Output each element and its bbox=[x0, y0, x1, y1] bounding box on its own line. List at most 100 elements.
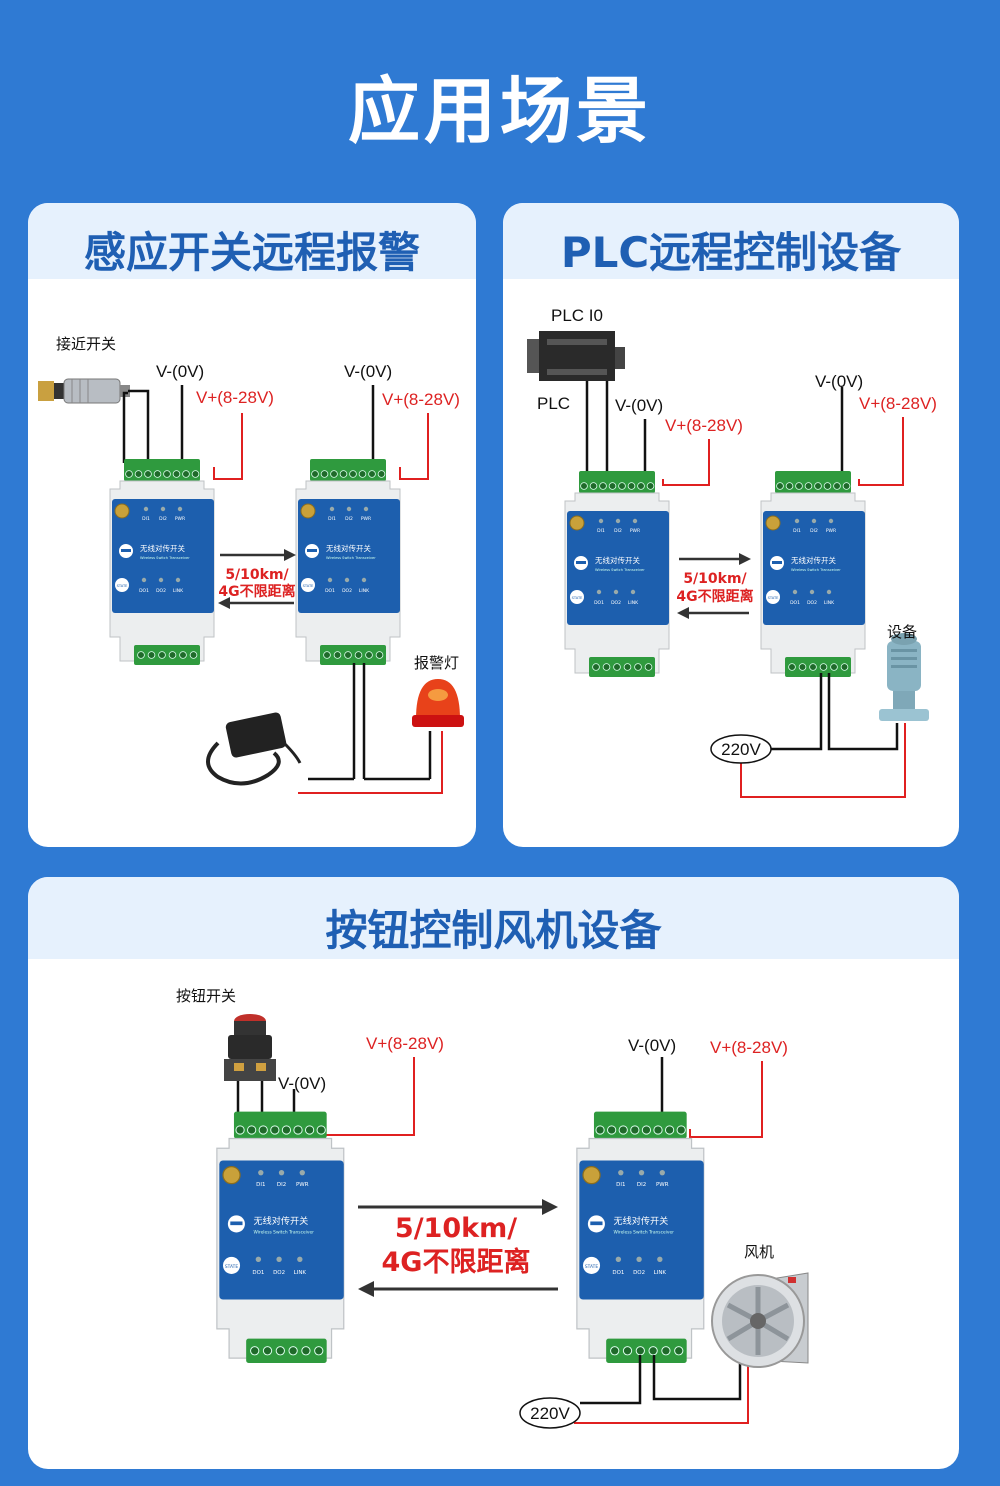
card-title: PLC远程控制设备 bbox=[560, 228, 902, 277]
link-distance-line2: 4G不限距离 bbox=[676, 588, 753, 605]
terminal-screw bbox=[288, 1346, 298, 1356]
module-face bbox=[579, 1160, 704, 1300]
terminal-screw bbox=[134, 470, 143, 478]
terminal-screw bbox=[804, 482, 813, 490]
card-title: 感应开关远程报警 bbox=[83, 228, 420, 277]
power-label: 220V bbox=[721, 740, 761, 759]
led-indicator bbox=[598, 518, 604, 524]
terminal-block-top bbox=[233, 1111, 327, 1139]
terminal-screw bbox=[644, 663, 653, 671]
led-indicator bbox=[811, 518, 817, 524]
terminal-block-top bbox=[775, 471, 851, 493]
input-device-label: 按钮开关 bbox=[176, 987, 236, 1005]
module-name-en: Wireless Switch Transceiver bbox=[595, 568, 645, 572]
led-indicator bbox=[809, 589, 815, 595]
card-header bbox=[28, 203, 476, 279]
terminal-screw bbox=[168, 651, 177, 659]
terminal-screw bbox=[599, 482, 607, 490]
terminal-screw bbox=[293, 1125, 303, 1135]
left-vminus-label: V-(0V) bbox=[156, 362, 204, 381]
led-indicator bbox=[278, 1169, 285, 1176]
right-vplus-label: V+(8-28V) bbox=[710, 1038, 788, 1057]
terminal-screw bbox=[634, 663, 642, 671]
state-button bbox=[766, 590, 780, 604]
led-label: LINK bbox=[359, 588, 370, 594]
led-label: PWR bbox=[175, 516, 185, 522]
terminal-screw bbox=[375, 651, 384, 659]
terminal-screw bbox=[270, 1125, 280, 1135]
state-button-label: STATE bbox=[303, 584, 315, 588]
terminal-screw bbox=[158, 651, 166, 659]
terminal-screw bbox=[358, 470, 367, 478]
output-device-label: 报警灯 bbox=[414, 654, 459, 672]
state-button bbox=[570, 590, 584, 604]
power-220v-badge bbox=[710, 734, 772, 764]
terminal-block-bottom bbox=[606, 1338, 687, 1363]
terminal-screw bbox=[661, 1346, 671, 1356]
led-indicator bbox=[657, 1256, 663, 1262]
push-button-icon bbox=[224, 1014, 276, 1081]
terminal-block-bottom bbox=[589, 657, 655, 677]
terminal-screw bbox=[262, 1346, 273, 1356]
terminal-screw bbox=[172, 470, 181, 478]
link-distance-line1: 5/10km/ bbox=[683, 571, 747, 587]
terminal-screw bbox=[788, 663, 796, 671]
module-name: 无线对传开关 bbox=[253, 1215, 308, 1227]
left-vminus-label: V-(0V) bbox=[615, 396, 663, 415]
terminal-screw bbox=[304, 1125, 315, 1135]
plc-label: PLC bbox=[537, 394, 570, 413]
scene-diagram: 按钮开关 V-(0V) V+(8-28V) V-(0V) V+(8-28V) D… bbox=[176, 987, 809, 1429]
right-vplus-label: V+(8-28V) bbox=[859, 394, 937, 413]
link-distance-line1: 5/10km/ bbox=[225, 567, 289, 583]
terminal-screw bbox=[316, 1125, 326, 1135]
led-indicator bbox=[329, 506, 335, 512]
led-indicator bbox=[826, 589, 832, 595]
led-label: PWR bbox=[361, 516, 371, 522]
led-indicator bbox=[361, 577, 367, 583]
terminal-screw bbox=[607, 1125, 617, 1135]
scene-card-plc-control: PLC远程控制设备 PLC I0 PLC V-(0V) V+(8-28V) V-… bbox=[503, 203, 959, 847]
terminal-block-bottom bbox=[134, 645, 200, 665]
led-indicator bbox=[618, 1169, 624, 1176]
terminal-screw bbox=[840, 663, 849, 671]
right-vminus-label: V-(0V) bbox=[628, 1036, 676, 1055]
led-label: LINK bbox=[173, 588, 184, 594]
led-label: LINK bbox=[654, 1270, 667, 1276]
scene-card-proximity-alarm: 感应开关远程报警 接近开关 V-(0V) V+(8-28V) V-(0V) V+… bbox=[28, 203, 476, 847]
proximity-switch-icon bbox=[38, 378, 130, 404]
terminal-screw bbox=[314, 1346, 324, 1356]
terminal-screw bbox=[795, 482, 803, 490]
terminal-screw bbox=[153, 470, 162, 478]
led-indicator bbox=[255, 1256, 262, 1262]
left-vplus-label: V+(8-28V) bbox=[196, 388, 274, 407]
terminal-screw bbox=[247, 1125, 257, 1135]
state-button-label: STATE bbox=[572, 596, 584, 600]
terminal-screw bbox=[320, 470, 329, 478]
state-button-label: STATE bbox=[585, 1264, 598, 1270]
state-button bbox=[222, 1256, 241, 1274]
led-label: DO2 bbox=[156, 588, 166, 594]
led-indicator bbox=[630, 589, 636, 595]
terminal-screw bbox=[635, 1346, 645, 1356]
led-label: DO1 bbox=[325, 588, 335, 594]
led-indicator bbox=[346, 506, 352, 512]
terminal-screw bbox=[137, 651, 145, 659]
terminal-screw bbox=[814, 482, 822, 490]
led-indicator bbox=[258, 1169, 264, 1176]
plc-io-label: PLC I0 bbox=[551, 306, 603, 325]
terminal-screw bbox=[147, 651, 156, 659]
module-name: 无线对传开关 bbox=[140, 543, 185, 553]
module-name-en: Wireless Switch Transceiver bbox=[140, 556, 190, 560]
terminal-screw bbox=[618, 1125, 628, 1135]
terminal-screw bbox=[354, 651, 363, 659]
module-face bbox=[567, 511, 669, 625]
output-device-label: 设备 bbox=[887, 623, 917, 641]
left-vplus-label: V+(8-28V) bbox=[366, 1034, 444, 1053]
terminal-screw bbox=[618, 482, 626, 490]
terminal-screw bbox=[333, 651, 342, 659]
module-name-en: Wireless Switch Transceiver bbox=[326, 556, 376, 560]
led-label: DI1 bbox=[793, 528, 801, 534]
led-indicator bbox=[659, 1169, 665, 1176]
